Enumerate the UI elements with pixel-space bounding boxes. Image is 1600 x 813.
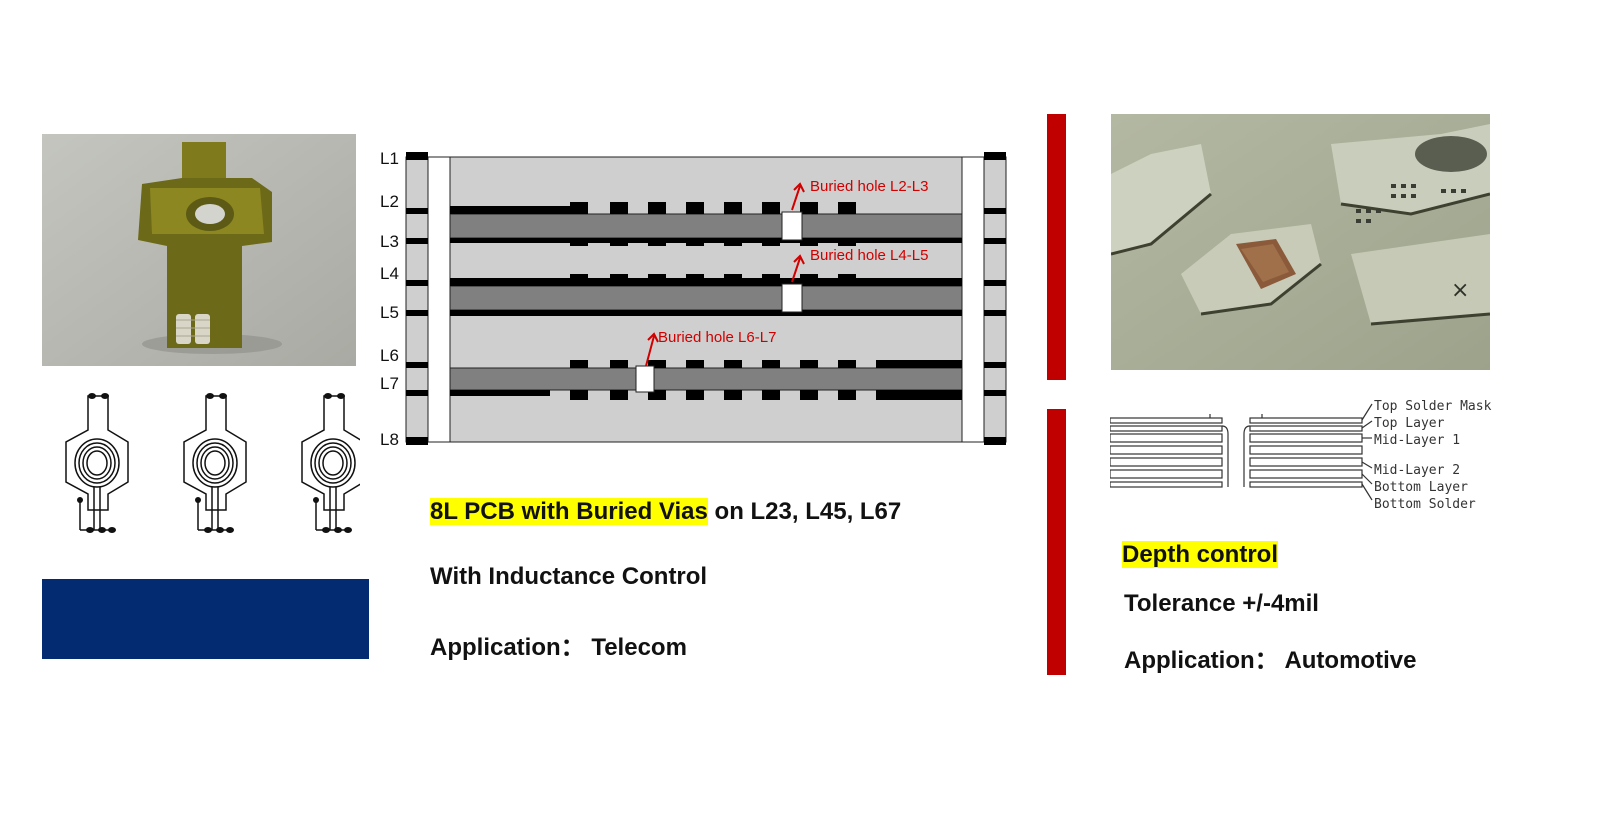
layer-label: L6 bbox=[380, 346, 399, 365]
depth-control-title: Depth control bbox=[1122, 541, 1278, 569]
buried-hole-label: Buried hole L4-L5 bbox=[810, 247, 928, 264]
buried-hole-label: Buried hole L6-L7 bbox=[658, 329, 776, 346]
pcb-photo: × bbox=[1111, 114, 1490, 370]
depth-stackup-diagram: Top Solder Mask Top Layer Mid-Layer 1 Mi… bbox=[1109, 396, 1510, 531]
automotive-application-line: Application： Automotive bbox=[1124, 647, 1417, 674]
depth-layer-label: Bottom Layer bbox=[1374, 480, 1468, 495]
layer-label: L7 bbox=[380, 374, 399, 393]
depth-layer-label: Mid-Layer 2 bbox=[1374, 463, 1460, 478]
layer-label: L1 bbox=[380, 149, 399, 168]
coil-schematics bbox=[50, 390, 365, 545]
depth-layer-label: Top Solder Mask bbox=[1374, 399, 1492, 414]
coil-part-photo bbox=[42, 134, 356, 366]
inductance-line: With Inductance Control bbox=[430, 563, 708, 590]
red-divider-bar bbox=[1047, 409, 1066, 675]
depth-layer-label: Mid-Layer 1 bbox=[1374, 433, 1460, 448]
telecom-application-line: Application： Telecom bbox=[430, 634, 687, 661]
depth-layer-label: Bottom Solder bbox=[1374, 497, 1476, 512]
stackup-diagram: L1 L2 L3 L4 L5 L6 L7 L8 Buried hole L2-L… bbox=[380, 140, 1020, 465]
depth-control-highlight: Depth control bbox=[1122, 541, 1278, 568]
buried-vias-layers: on L23, L45, L67 bbox=[707, 498, 902, 525]
layer-label: L5 bbox=[380, 303, 399, 322]
tolerance-line: Tolerance +/-4mil bbox=[1124, 590, 1319, 617]
layer-label: L4 bbox=[380, 264, 399, 283]
navy-block bbox=[42, 579, 369, 659]
layer-label: L3 bbox=[380, 232, 399, 251]
svg-text:×: × bbox=[1451, 278, 1469, 303]
buried-hole-label: Buried hole L2-L3 bbox=[810, 178, 928, 195]
depth-layer-label: Top Layer bbox=[1374, 416, 1445, 431]
red-divider-bar bbox=[1047, 114, 1066, 380]
buried-vias-highlight: 8L PCB with Buried Vias bbox=[430, 498, 708, 525]
buried-vias-line: 8L PCB with Buried Vias on L23, L45, L67 bbox=[430, 498, 901, 526]
coil-schematic bbox=[65, 395, 129, 531]
layer-label: L8 bbox=[380, 430, 399, 449]
layer-label: L2 bbox=[380, 192, 399, 211]
